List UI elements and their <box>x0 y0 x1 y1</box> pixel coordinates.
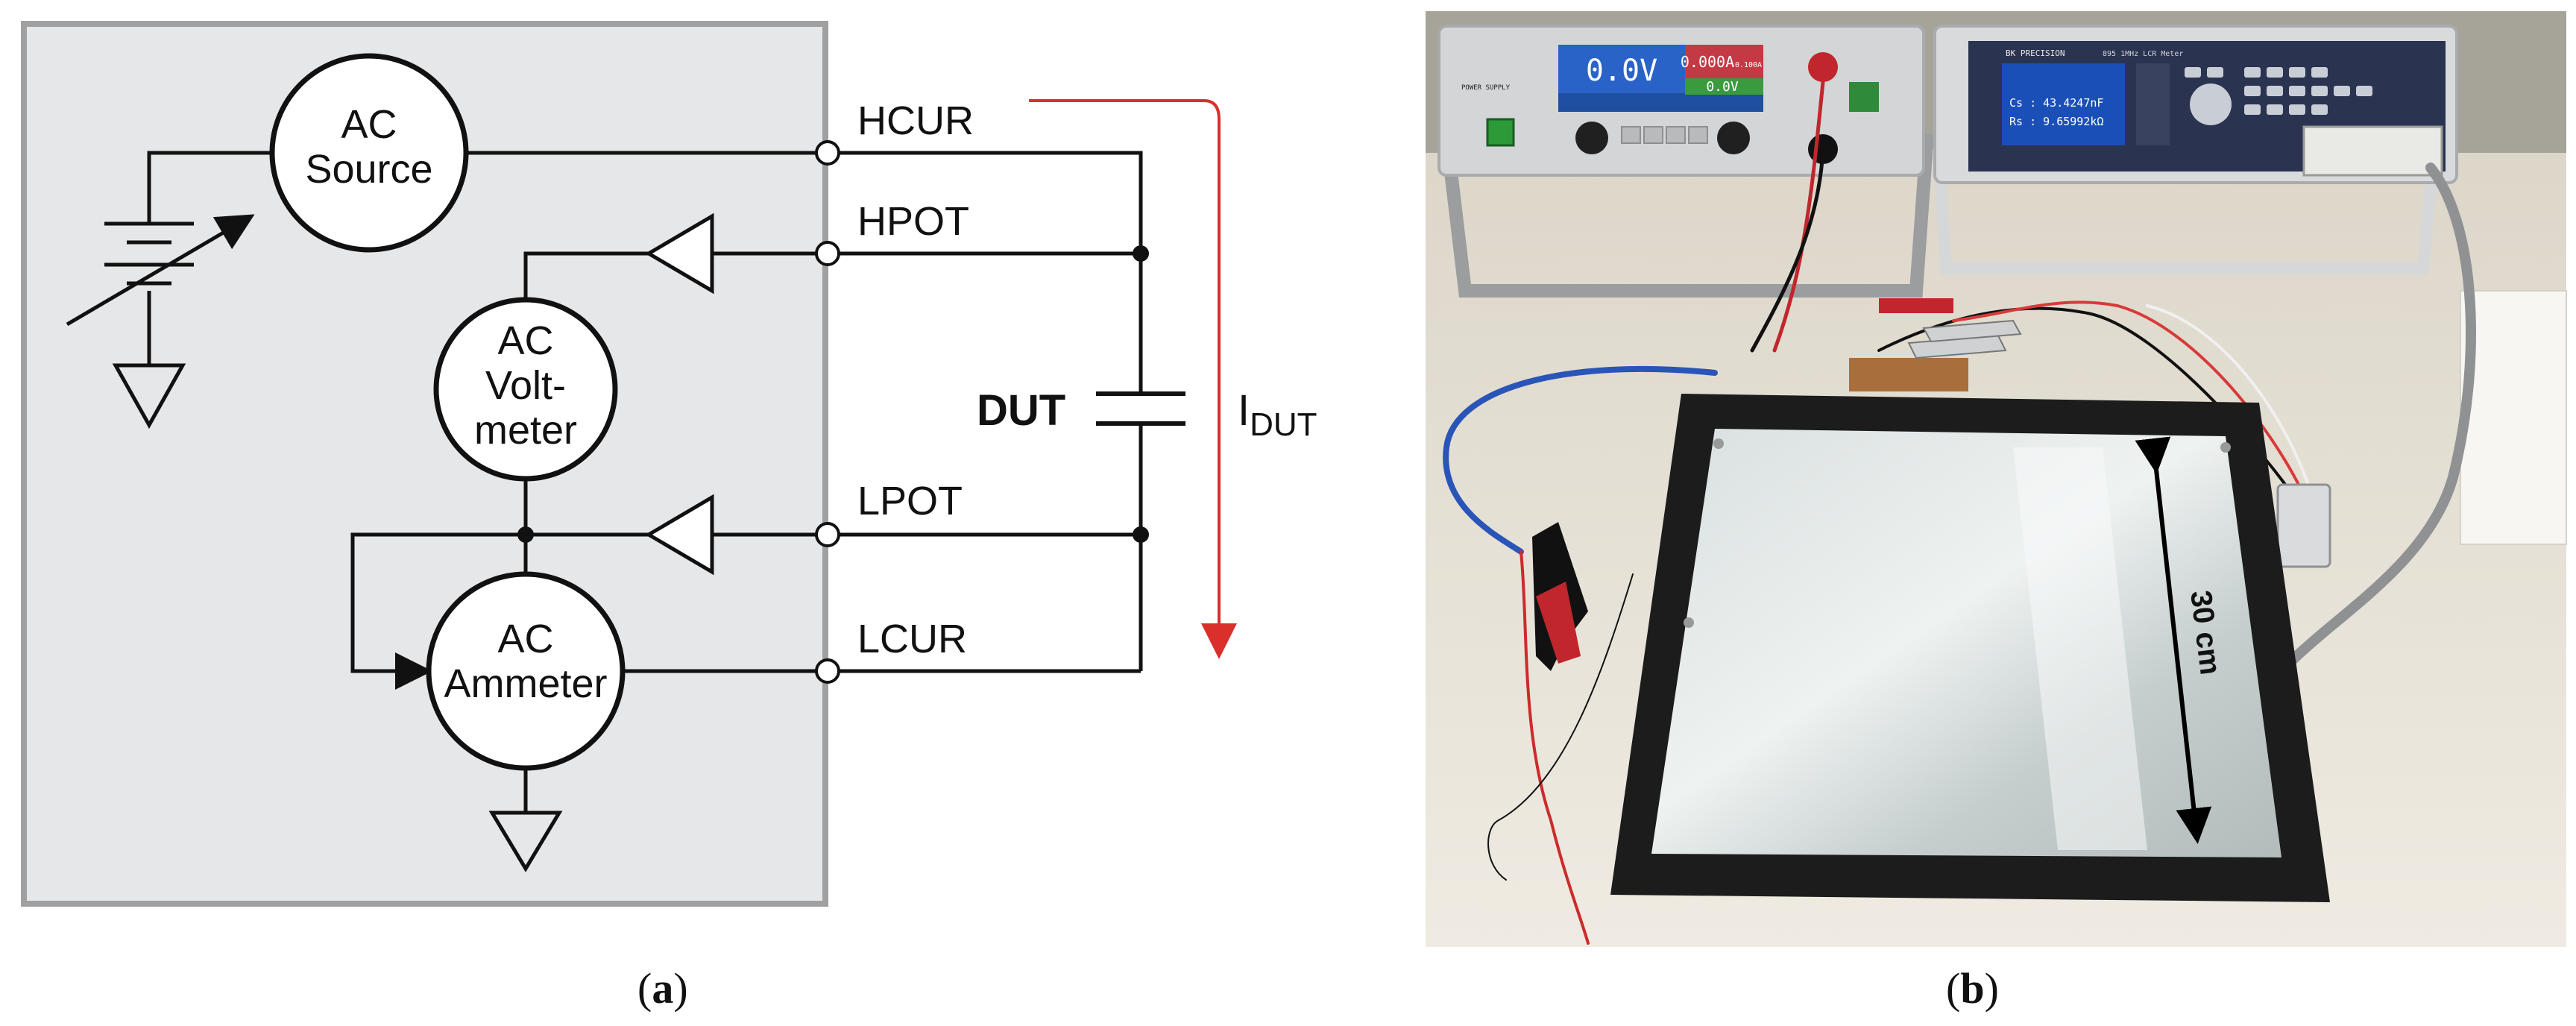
lcr-meter-model: 895 1MHz LCR Meter <box>2103 50 2183 58</box>
power-supply-switch <box>1486 118 1515 147</box>
lcr-meter-rs-reading: Rs : 9.65992kΩ <box>2009 115 2103 128</box>
terminal-lcur <box>815 658 840 684</box>
mounting-screw <box>1684 617 1694 628</box>
circuit-wires <box>147 151 1143 813</box>
mounting-screw <box>2220 442 2231 453</box>
power-supply-current: 0.000A <box>1681 53 1734 71</box>
connection-board <box>1849 358 1968 391</box>
dut-label: DUT <box>977 386 1065 435</box>
lcur-label: LCUR <box>857 617 967 661</box>
lcr-meter-nav-pad <box>2190 84 2232 125</box>
lcr-test-fixture <box>2302 125 2443 177</box>
sample-reflection <box>2013 447 2147 850</box>
caption-a: (a) <box>637 964 688 1013</box>
power-supply-stand <box>1440 133 1934 298</box>
current-label-subscript: DUT <box>1250 406 1317 443</box>
lcr-meter-screen <box>2002 63 2125 145</box>
junction-dot <box>517 526 534 543</box>
cable-connector-block <box>2276 483 2331 568</box>
dut-capacitor-symbol <box>1096 391 1185 426</box>
output-terminal-green <box>1849 82 1879 112</box>
terminal-lpot <box>815 522 840 547</box>
caption-b: (b) <box>1946 964 1999 1013</box>
scale-arrow <box>2135 436 2212 844</box>
variable-battery-symbol <box>66 214 255 327</box>
lcr-meter-cs-reading: Cs : 43.4247nF <box>2009 96 2103 110</box>
power-supply-voltage-set: 0.0V <box>1706 79 1739 95</box>
output-terminal-red <box>1808 52 1838 82</box>
probe-clip-red <box>1536 582 1581 664</box>
ac-voltmeter-label-line2: Volt- <box>485 363 566 408</box>
current-flow-arrow <box>1029 99 1237 659</box>
power-supply-knob-left <box>1575 122 1608 154</box>
ac-voltmeter-label-line3: meter <box>474 408 577 453</box>
paper-sheet <box>2460 290 2567 545</box>
terminal-hcur <box>815 140 840 166</box>
ac-source-circle <box>269 53 469 253</box>
ac-ammeter-circle <box>426 571 626 771</box>
ground-symbol-source <box>112 363 186 429</box>
power-supply-current-limit: 0.100A <box>1735 61 1762 69</box>
panel-b-photo: 0.0V 0.000A 0.100A 0.0V POWER SUPPLY BK … <box>1426 11 2567 1013</box>
measurement-cables <box>1443 80 2476 945</box>
ground-symbol-ammeter <box>488 811 563 872</box>
alligator-clips <box>1879 298 2022 359</box>
power-supply: 0.0V 0.000A 0.100A 0.0V POWER SUPPLY <box>1437 25 1934 298</box>
ac-ammeter-label-line1: AC <box>497 617 553 661</box>
ac-voltmeter-circle <box>433 297 618 482</box>
lcr-meter-stand <box>1933 148 2440 274</box>
power-supply-label: POWER SUPPLY <box>1461 84 1511 92</box>
hpot-buffer-triangle <box>645 213 714 295</box>
mounting-screw <box>1713 438 1724 449</box>
lcr-meter-brand: BK PRECISION <box>2006 48 2065 58</box>
ac-source-label-line1: AC <box>341 102 397 147</box>
lpot-buffer-triangle <box>645 494 714 576</box>
current-label: IDUT <box>1238 386 1317 443</box>
junction-dot <box>1133 526 1149 543</box>
sample-glass <box>1651 429 2281 857</box>
power-supply-voltage: 0.0V <box>1586 54 1657 88</box>
power-supply-knob-right <box>1717 122 1750 154</box>
lpot-label: LPOT <box>857 479 963 523</box>
ac-ammeter-label-line2: Ammeter <box>444 661 607 706</box>
ac-voltmeter-label-line1: AC <box>497 318 553 363</box>
hcur-label: HCUR <box>857 98 974 143</box>
lcr-meter: BK PRECISION 895 1MHz LCR Meter Cs : 43.… <box>1933 25 2458 274</box>
ac-source-label-line2: Source <box>305 147 432 192</box>
terminal-hpot <box>815 241 840 266</box>
junction-dot <box>1133 245 1149 262</box>
panel-a-circuit: AC Source AC Volt- meter AC Ammeter HCUR… <box>21 21 1317 1013</box>
hpot-label: HPOT <box>857 199 969 244</box>
